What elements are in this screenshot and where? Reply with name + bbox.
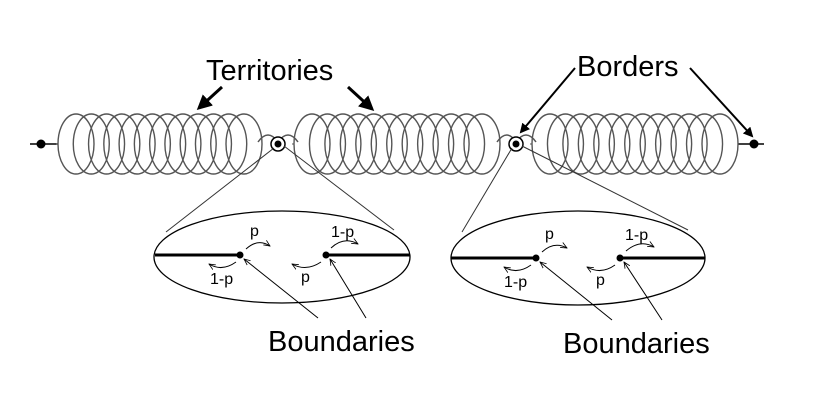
label-borders: Borders (577, 51, 679, 83)
spring-coil (416, 113, 455, 175)
zoom-left-boundary-dot-1 (236, 251, 244, 259)
zoom-right-arrow-p-bottom (587, 264, 616, 271)
spring-coil (194, 113, 233, 175)
spring-coil (593, 113, 631, 175)
spring-coil (370, 113, 408, 175)
zoom-ellipse-left (153, 210, 411, 304)
spring-coil (562, 113, 600, 175)
territory-spring-2 (292, 113, 501, 175)
zoom-left-arrow-1p-top (330, 241, 358, 249)
borders-arrow-right (689, 67, 754, 138)
spring-coil (355, 113, 393, 175)
spring-coil (401, 113, 439, 175)
border-junction-right-dot (512, 140, 520, 148)
zoom-left-arrow-1p-bottom (209, 261, 237, 268)
zoom-left-label-1p-top: 1-p (331, 224, 354, 241)
territories-arrow-right (346, 85, 375, 112)
zoom-line-right-b (521, 145, 689, 231)
label-boundaries-left: Boundaries (268, 326, 415, 358)
zoom-left-arrow-p-bottom (292, 261, 322, 268)
zoom-left-label-1p-bottom: 1-p (210, 271, 233, 288)
spring-coil (103, 113, 141, 175)
spring-coil (639, 113, 677, 175)
spring-coil (447, 113, 486, 175)
spring-coil (308, 113, 347, 175)
chain-endpoint-right (749, 139, 759, 149)
territory-spring-1 (56, 113, 263, 175)
zoom-right-label-p-bottom: p (596, 272, 605, 289)
zoom-left-label-p-top: p (250, 223, 259, 240)
spring-coil (463, 113, 501, 175)
spring-coil (225, 113, 263, 175)
zoom-line-left-b (283, 145, 395, 231)
zoom-right-boundary-dot-1 (532, 254, 540, 262)
spring-coil (133, 113, 172, 175)
boundary-pointer-right-2 (624, 262, 663, 321)
label-territories: Territories (206, 55, 333, 87)
spring-coil (685, 113, 724, 175)
spring-coil (624, 113, 662, 175)
spring-coil (72, 113, 110, 175)
spring-coil (386, 113, 424, 175)
spring-coil (87, 113, 126, 175)
spring-coil (432, 113, 470, 175)
spring-coil (118, 113, 156, 175)
spring-coil (148, 113, 187, 175)
spring-coil (546, 113, 585, 175)
zoom-line-left-a (165, 147, 275, 233)
label-boundaries-right: Boundaries (563, 328, 710, 360)
borders-arrow-left (519, 67, 576, 134)
spring-coil (670, 113, 708, 175)
spring-coil (577, 113, 616, 175)
spring-coil (164, 113, 202, 175)
spring-coil (339, 113, 378, 175)
territory-spring-3 (530, 113, 739, 175)
chain-endpoint-left (36, 139, 46, 149)
zoom-right-label-1p-top: 1-p (625, 227, 648, 244)
boundary-pointer-left-2 (330, 259, 367, 319)
spring-coil (324, 113, 362, 175)
zoom-right-arrow-p-top (541, 245, 567, 253)
spring-coil (179, 113, 217, 175)
boundary-pointer-left-1 (244, 259, 319, 319)
zoom-right-arrow-1p-top (625, 244, 654, 252)
spring-coil (701, 113, 739, 175)
spring-coil (654, 113, 693, 175)
boundary-pointer-right-1 (540, 262, 613, 321)
zoom-right-label-p-top: p (545, 226, 554, 243)
zoom-left-arrow-p-top (245, 243, 270, 250)
spring-coil (608, 113, 646, 175)
border-junction-left-dot (274, 140, 282, 148)
zoom-left-label-p-bottom: p (301, 269, 310, 286)
territories-arrow-left (196, 85, 224, 111)
zoom-right-label-1p-bottom: 1-p (504, 274, 527, 291)
zoom-line-right-a (461, 147, 513, 233)
zoom-left-boundary-dot-2 (322, 251, 330, 259)
zoom-right-arrow-1p-bottom (504, 264, 532, 271)
spring-coil (210, 113, 248, 175)
zoom-right-boundary-dot-2 (616, 254, 624, 262)
